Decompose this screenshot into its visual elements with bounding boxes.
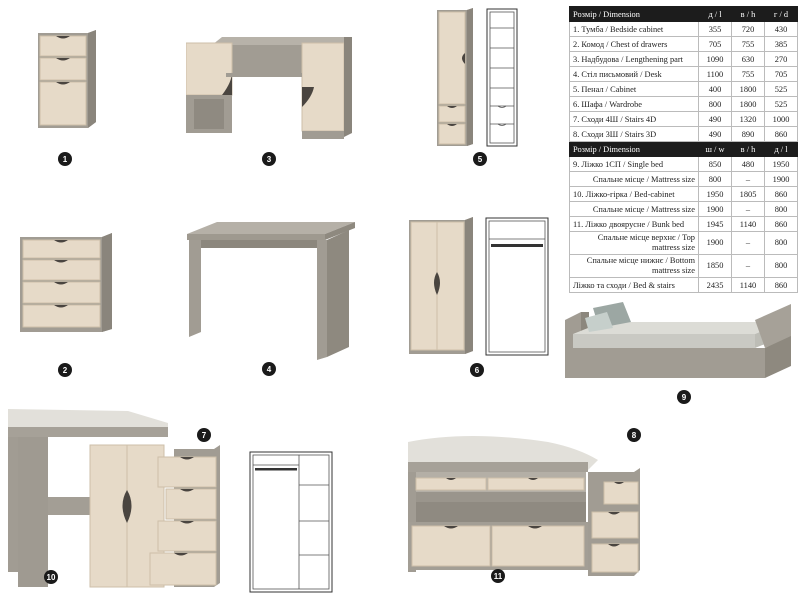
single-bed-image (565, 300, 797, 390)
badge-8: 8 (627, 428, 641, 442)
badge-5: 5 (473, 152, 487, 166)
table-header-1: Розмір / Dimension д / l в / h г / d (569, 6, 798, 22)
badge-10: 10 (44, 570, 58, 584)
chest-of-drawers-image (20, 233, 114, 333)
badge-6: 6 (470, 363, 484, 377)
desk-image (187, 222, 355, 360)
bed-cabinet-image (8, 405, 220, 590)
bedside-cabinet-image (36, 30, 98, 130)
badge-9: 9 (677, 390, 691, 404)
badge-7: 7 (197, 428, 211, 442)
badge-4: 4 (262, 362, 276, 376)
cabinet-image (437, 8, 477, 146)
header-length: д / l (764, 141, 798, 157)
lengthening-part-image (186, 37, 352, 143)
badge-3: 3 (262, 152, 276, 166)
header-height: в / h (731, 6, 765, 22)
header-depth: г / d (764, 6, 798, 22)
header-length: д / l (698, 6, 732, 22)
badge-1: 1 (58, 152, 72, 166)
wardrobe-drawing (485, 217, 551, 357)
table-header-2: Розмір / Dimension ш / w в / h д / l (569, 141, 798, 157)
header-width: ш / w (698, 141, 732, 157)
table-row: Спальне місце верхнє / Top mattress size… (569, 231, 798, 255)
wardrobe-image (409, 217, 475, 355)
bunk-bed-image (408, 432, 640, 580)
badge-11: 11 (491, 569, 505, 583)
header-height: в / h (731, 141, 765, 157)
dimension-table: Розмір / Dimension д / l в / h г / d 1. … (569, 6, 798, 293)
cabinet-drawing (486, 8, 520, 148)
header-label: Розмір / Dimension (569, 141, 699, 157)
bed-cabinet-drawing (249, 451, 335, 595)
table-row: Спальне місце нижнє / Bottom mattress si… (569, 254, 798, 278)
header-label: Розмір / Dimension (569, 6, 699, 22)
badge-2: 2 (58, 363, 72, 377)
